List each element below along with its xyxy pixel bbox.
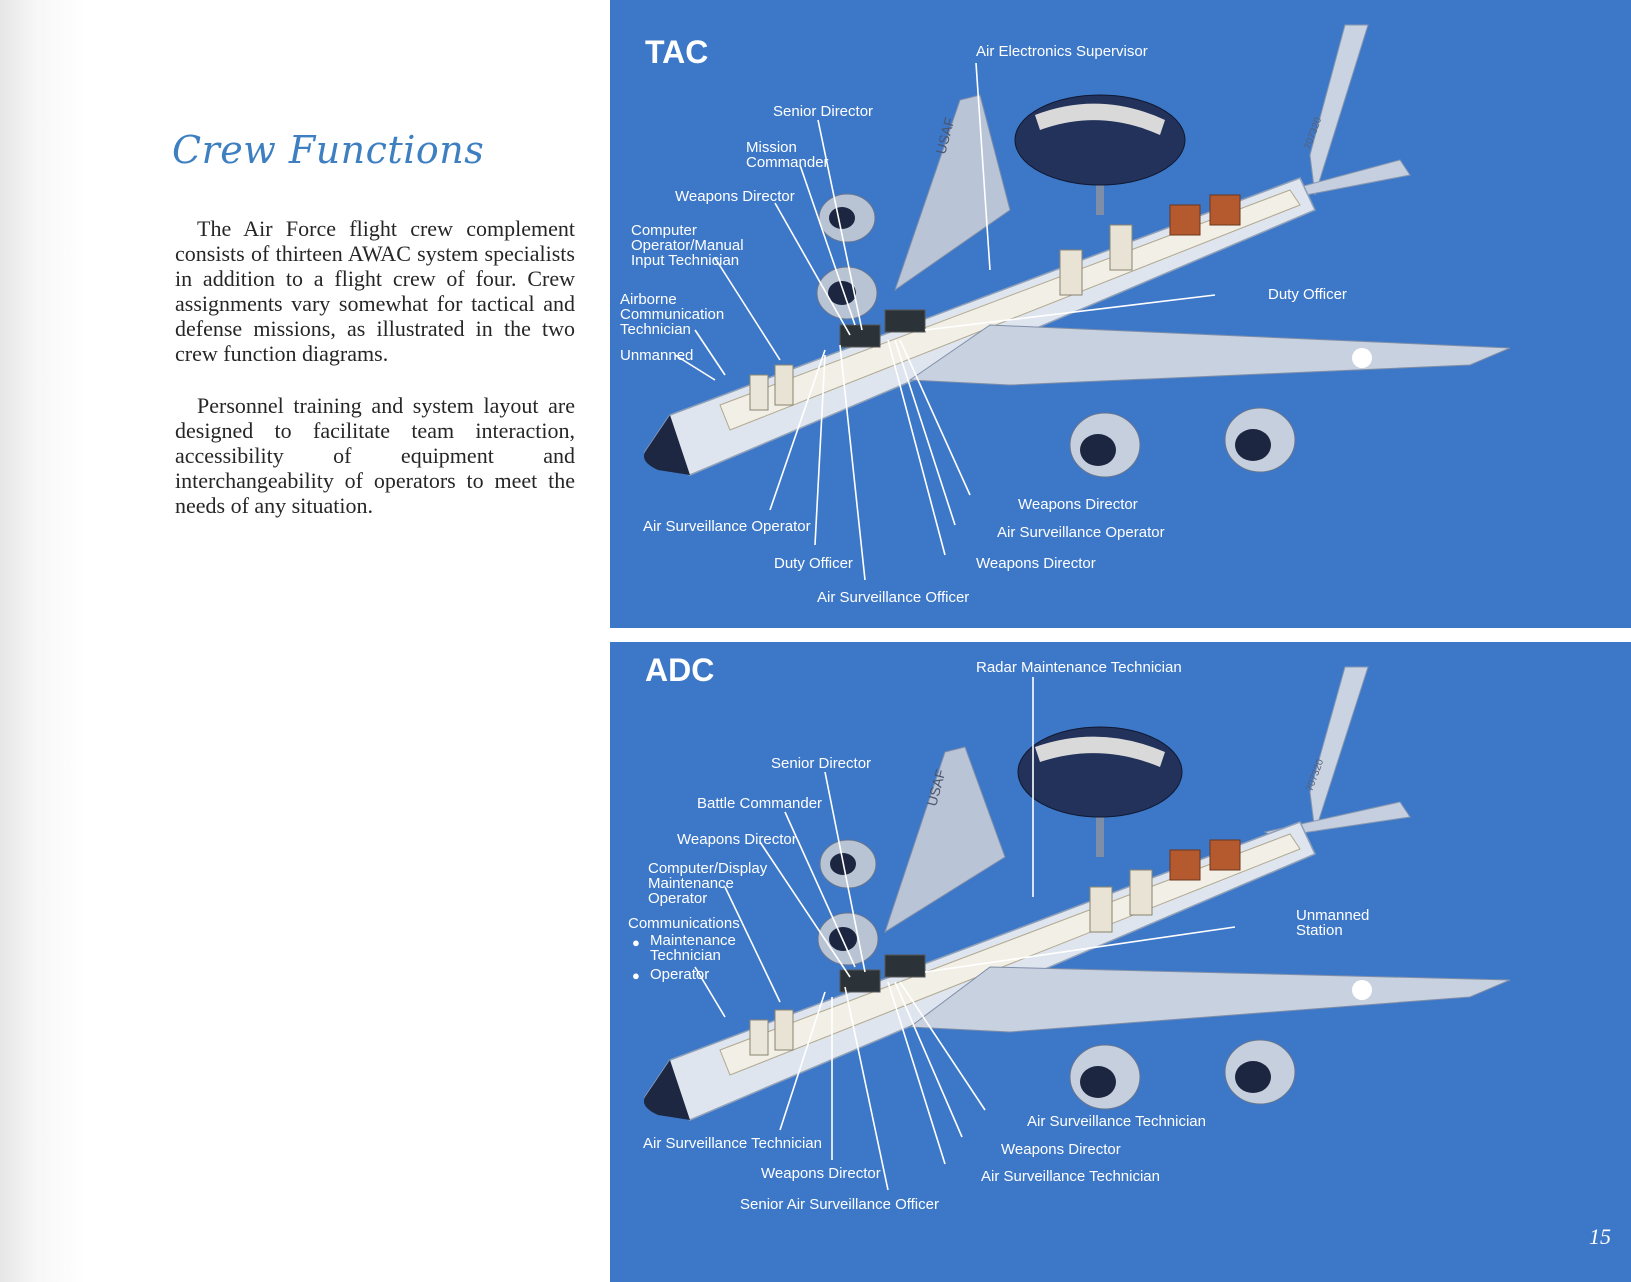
adc-label-communications: Communications xyxy=(628,916,740,931)
tac-label-weapons-director-r2: Weapons Director xyxy=(976,556,1096,571)
bullet-icon: ● xyxy=(632,968,640,983)
page-title: Crew Functions xyxy=(172,128,484,172)
adc-aircraft-illustration: 707320 USAF xyxy=(610,642,1631,1282)
tac-title: TAC xyxy=(645,34,708,71)
adc-label-computer-display: Computer/Display Maintenance Operator xyxy=(648,861,783,906)
tac-label-computer-operator: Computer Operator/Manual Input Technicia… xyxy=(631,223,756,268)
tac-label-airborne-communication: Airborne Communication Technician xyxy=(620,292,740,337)
page-number: 15 xyxy=(1589,1224,1611,1250)
tac-label-weapons-director-r1: Weapons Director xyxy=(1018,497,1138,512)
tac-label-air-surveillance-officer: Air Surveillance Officer xyxy=(817,590,969,605)
adc-label-weapons-director-bottom: Weapons Director xyxy=(761,1166,881,1181)
tac-label-mission-commander: Mission Commander xyxy=(746,140,841,170)
tac-label-air-surveillance-operator-left: Air Surveillance Operator xyxy=(643,519,811,534)
tac-label-senior-director: Senior Director xyxy=(773,104,873,119)
adc-label-radar-maintenance: Radar Maintenance Technician xyxy=(976,660,1182,675)
training-paragraph: Personnel training and system layout are… xyxy=(175,393,575,518)
adc-label-air-surveillance-technician-left: Air Surveillance Technician xyxy=(643,1136,822,1151)
tac-label-air-surveillance-operator-r: Air Surveillance Operator xyxy=(997,525,1165,540)
adc-label-air-surveillance-technician-r1: Air Surveillance Technician xyxy=(1027,1114,1206,1129)
adc-label-senior-air-surveillance-officer: Senior Air Surveillance Officer xyxy=(740,1197,939,1212)
adc-label-maintenance-technician: Maintenance Technician xyxy=(650,933,745,963)
tac-label-duty-officer-right: Duty Officer xyxy=(1268,287,1347,302)
adc-label-weapons-director-r: Weapons Director xyxy=(1001,1142,1121,1157)
adc-label-operator: Operator xyxy=(650,967,709,982)
adc-label-weapons-director-top: Weapons Director xyxy=(677,832,797,847)
tac-label-weapons-director-top: Weapons Director xyxy=(675,189,795,204)
tac-label-unmanned: Unmanned xyxy=(620,348,693,363)
tac-label-air-electronics-supervisor: Air Electronics Supervisor xyxy=(976,44,1148,59)
adc-label-air-surveillance-technician-r2: Air Surveillance Technician xyxy=(981,1169,1160,1184)
tac-diagram: 707320 USAF xyxy=(610,0,1631,628)
left-page: Crew Functions The Air Force flight crew… xyxy=(0,0,610,1282)
tac-label-duty-officer-bottom: Duty Officer xyxy=(774,556,853,571)
intro-paragraph: The Air Force flight crew complement con… xyxy=(175,216,575,366)
adc-title: ADC xyxy=(645,652,714,689)
adc-label-battle-commander: Battle Commander xyxy=(697,796,822,811)
adc-label-unmanned-station: Unmanned Station xyxy=(1296,908,1376,938)
bullet-icon: ● xyxy=(632,935,640,950)
adc-diagram: 707320 USAF xyxy=(610,642,1631,1282)
adc-label-senior-director: Senior Director xyxy=(771,756,871,771)
